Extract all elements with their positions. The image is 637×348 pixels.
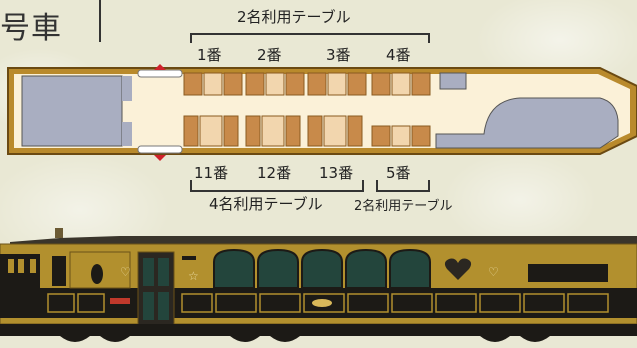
seat-number-3: 3番 bbox=[326, 46, 351, 64]
center-crest bbox=[312, 299, 332, 307]
header-divider bbox=[99, 0, 101, 42]
lower-panels bbox=[47, 293, 609, 313]
entry-arrow-up bbox=[154, 64, 166, 70]
bottom-table-group-label-2: 2名利用テーブル bbox=[354, 199, 453, 214]
car-floor-plan bbox=[7, 64, 637, 161]
svg-text:♡: ♡ bbox=[120, 265, 131, 279]
heart-emblem bbox=[444, 258, 472, 280]
destination-panel bbox=[528, 264, 608, 282]
top-group-bracket bbox=[190, 33, 430, 43]
seat-number-13: 13番 bbox=[319, 164, 354, 182]
top-service-counter bbox=[439, 72, 467, 90]
bottom-group-bracket-2 bbox=[376, 180, 430, 192]
svg-text:♡: ♡ bbox=[488, 265, 499, 279]
entry-arrow-down bbox=[154, 155, 166, 161]
cab-door-top bbox=[122, 76, 132, 101]
lounge-counter-area bbox=[435, 97, 619, 149]
roof-antenna bbox=[55, 228, 63, 238]
bottom-seat-row bbox=[183, 115, 431, 147]
seat-number-12: 12番 bbox=[257, 164, 292, 182]
arched-windows bbox=[213, 248, 431, 289]
seat-number-5: 5番 bbox=[386, 164, 411, 182]
cab-door-bottom bbox=[122, 122, 132, 146]
cab-side-window bbox=[52, 256, 66, 286]
underframe bbox=[0, 324, 637, 336]
seat-number-11: 11番 bbox=[194, 164, 229, 182]
train-exterior-illustration: ♡ ☆ ♡ bbox=[0, 228, 637, 342]
seat-number-1: 1番 bbox=[197, 46, 222, 64]
door-bottom bbox=[137, 145, 183, 154]
door-top bbox=[137, 69, 183, 78]
bottom-group-bracket-4 bbox=[190, 180, 364, 192]
bogies bbox=[60, 336, 550, 342]
seat-number-4: 4番 bbox=[386, 46, 411, 64]
car-floor bbox=[14, 74, 630, 148]
door-indicator bbox=[110, 298, 130, 304]
top-table-group-label: 2名利用テーブル bbox=[237, 8, 351, 26]
seat-number-2: 2番 bbox=[257, 46, 282, 64]
car-number-title: 号車 bbox=[0, 11, 62, 46]
svg-text:☆: ☆ bbox=[188, 269, 199, 283]
emblem-oval bbox=[91, 264, 103, 284]
top-seat-row bbox=[183, 72, 431, 96]
bottom-table-group-label-4: 4名利用テーブル bbox=[209, 195, 323, 213]
driver-cab bbox=[21, 75, 123, 147]
